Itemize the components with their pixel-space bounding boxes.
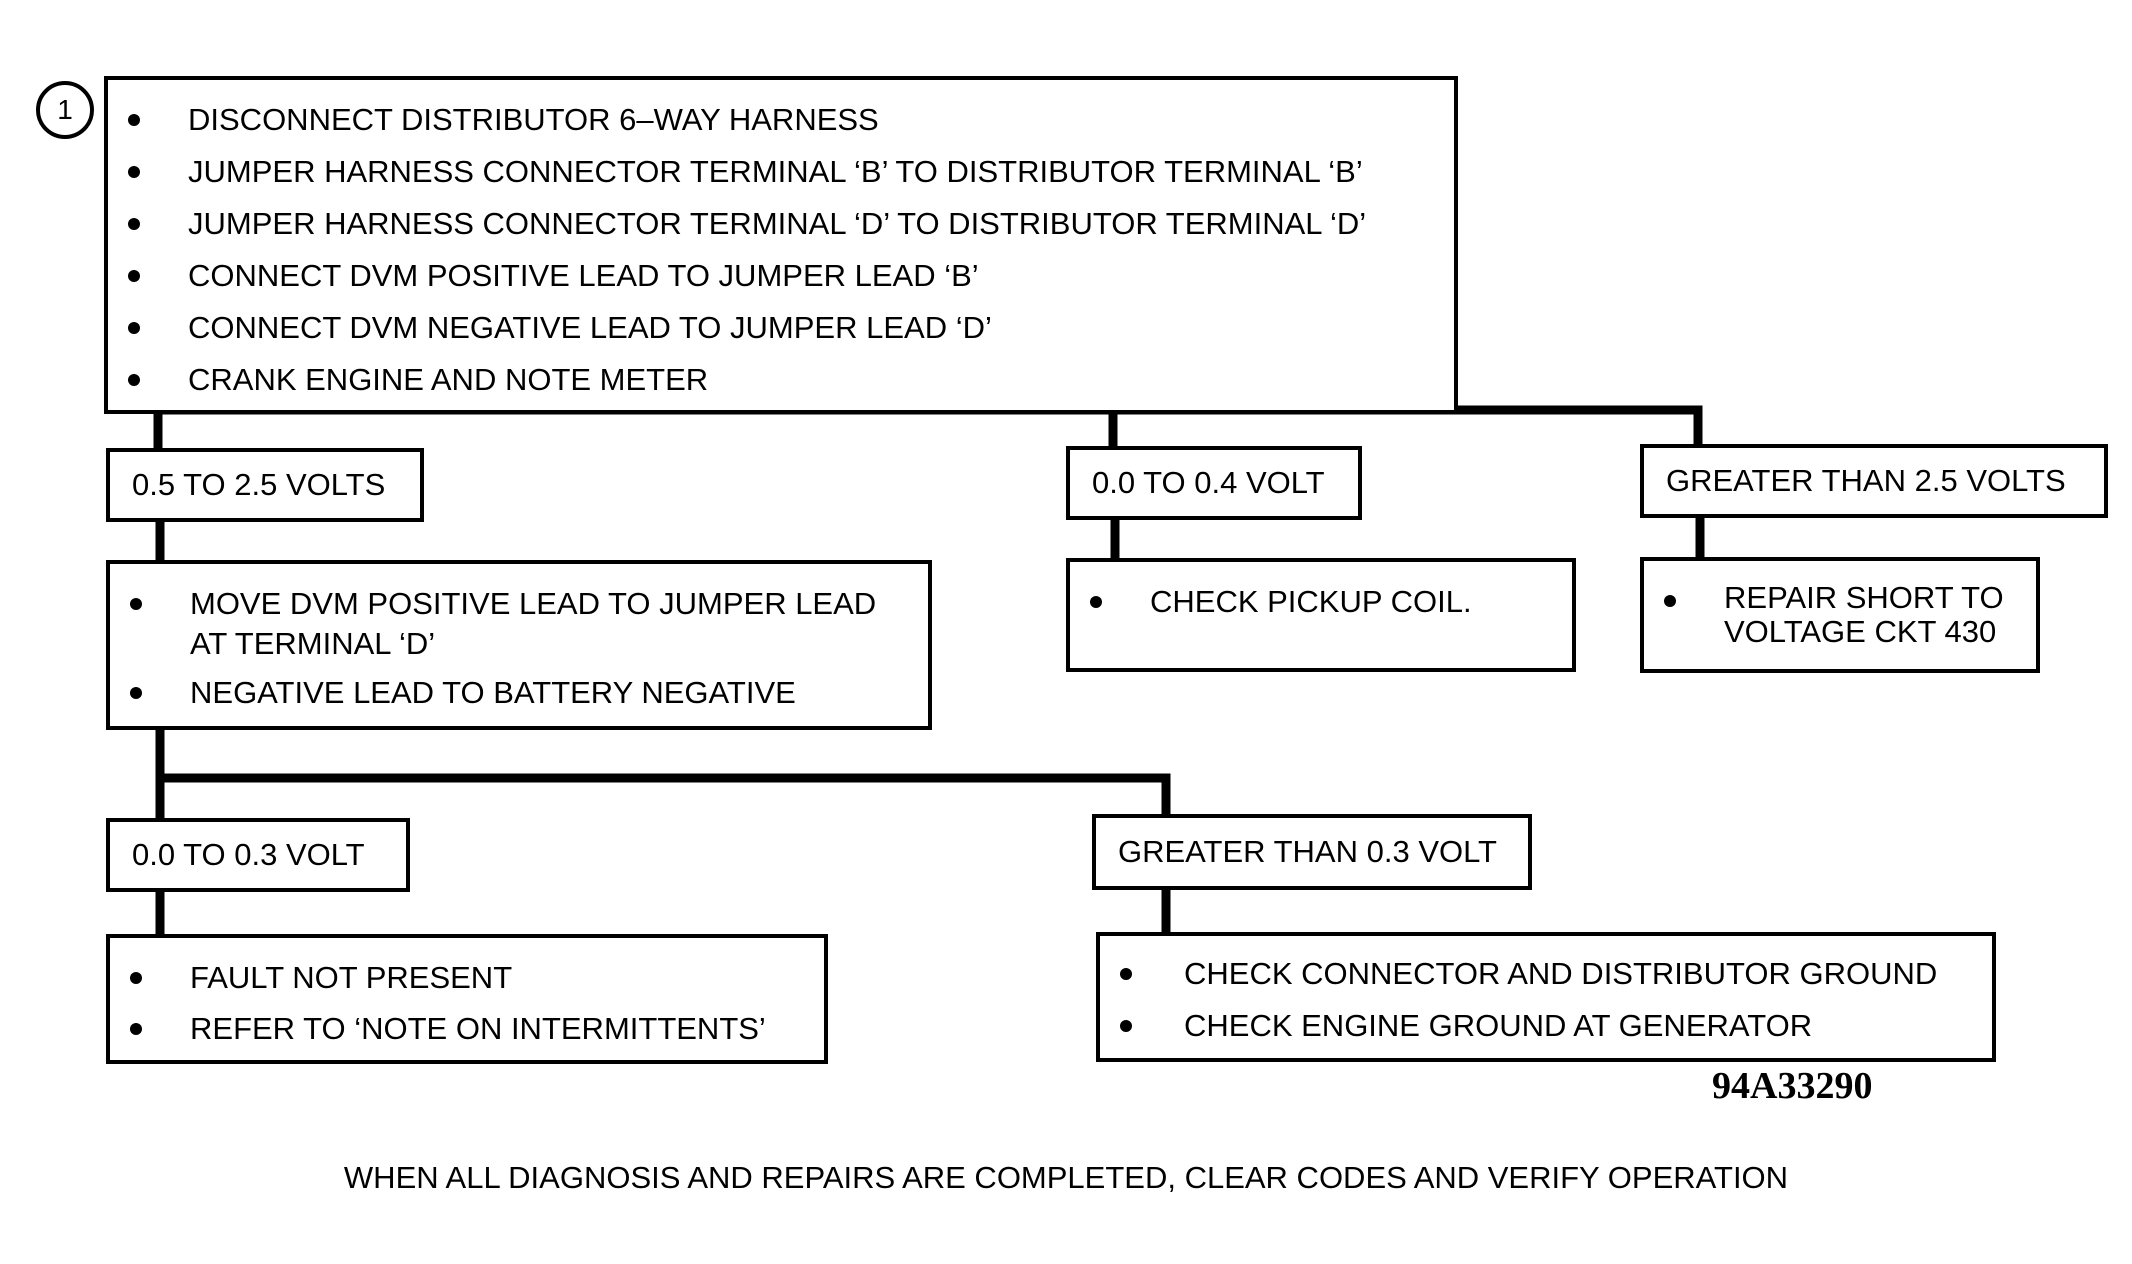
action-item: REPAIR SHORT TO VOLTAGE CKT 430: [1644, 581, 2036, 649]
action-box-sub-low: FAULT NOT PRESENT REFER TO ‘NOTE ON INTE…: [106, 934, 828, 1064]
reading-box-sub-low: 0.0 TO 0.3 VOLT: [106, 818, 410, 892]
action-item: FAULT NOT PRESENT: [110, 958, 824, 998]
step-number-badge: 1: [36, 81, 94, 139]
action-item-line: VOLTAGE CKT 430: [1724, 614, 1997, 649]
action-item-line: AT TERMINAL ‘D’: [190, 626, 436, 661]
action-item-line: MOVE DVM POSITIVE LEAD TO JUMPER LEAD: [190, 586, 877, 621]
action-item: REFER TO ‘NOTE ON INTERMITTENTS’: [110, 1009, 824, 1049]
action-item: CHECK ENGINE GROUND AT GENERATOR: [1100, 1006, 1992, 1046]
footer-note: WHEN ALL DIAGNOSIS AND REPAIRS ARE COMPL…: [343, 1160, 1789, 1195]
action-box-sub-high: CHECK CONNECTOR AND DISTRIBUTOR GROUND C…: [1096, 932, 1996, 1062]
action-item: NEGATIVE LEAD TO BATTERY NEGATIVE: [110, 673, 928, 713]
action-box-mid-range: MOVE DVM POSITIVE LEAD TO JUMPER LEAD AT…: [106, 560, 932, 730]
instruction-item: JUMPER HARNESS CONNECTOR TERMINAL ‘B’ TO…: [108, 152, 1454, 192]
action-item: CHECK PICKUP COIL.: [1070, 582, 1572, 622]
action-box-high-range: REPAIR SHORT TO VOLTAGE CKT 430: [1640, 557, 2040, 673]
reading-box-low-range: 0.0 TO 0.4 VOLT: [1066, 446, 1362, 520]
instruction-item: CONNECT DVM NEGATIVE LEAD TO JUMPER LEAD…: [108, 308, 1454, 348]
instruction-item: CONNECT DVM POSITIVE LEAD TO JUMPER LEAD…: [108, 256, 1454, 296]
connector-sub-bus: [155, 722, 1171, 823]
action-box-low-range: CHECK PICKUP COIL.: [1066, 558, 1576, 672]
instruction-item: CRANK ENGINE AND NOTE METER: [108, 360, 1454, 400]
instruction-item: DISCONNECT DISTRIBUTOR 6–WAY HARNESS: [108, 100, 1454, 140]
action-item-line: REPAIR SHORT TO: [1724, 580, 2004, 615]
initial-instructions-box: DISCONNECT DISTRIBUTOR 6–WAY HARNESS JUM…: [104, 76, 1458, 414]
figure-code: 94A33290: [1712, 1065, 1873, 1107]
reading-box-mid-range: 0.5 TO 2.5 VOLTS: [106, 448, 424, 522]
action-item: MOVE DVM POSITIVE LEAD TO JUMPER LEAD AT…: [110, 584, 928, 664]
instruction-item: JUMPER HARNESS CONNECTOR TERMINAL ‘D’ TO…: [108, 204, 1454, 244]
reading-box-high-range: GREATER THAN 2.5 VOLTS: [1640, 444, 2108, 518]
action-item: CHECK CONNECTOR AND DISTRIBUTOR GROUND: [1100, 954, 1992, 994]
reading-box-sub-high: GREATER THAN 0.3 VOLT: [1092, 814, 1532, 890]
